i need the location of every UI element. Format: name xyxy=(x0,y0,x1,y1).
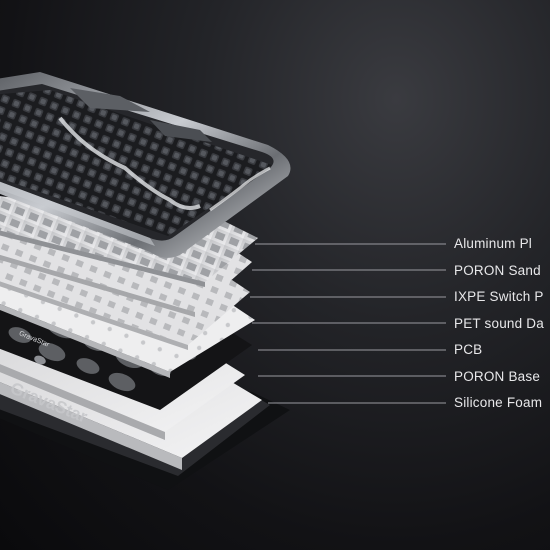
leader-lines xyxy=(250,243,446,404)
chrome-top-case xyxy=(0,72,291,258)
label-silicone-foam: Silicone Foam xyxy=(454,395,543,410)
label-pet-sound-dampening: PET sound Da xyxy=(454,316,544,331)
label-aluminum-plate: Aluminum Pl xyxy=(454,236,532,251)
label-poron-base: PORON Base xyxy=(454,369,541,384)
label-pcb: PCB xyxy=(454,342,483,357)
label-poron-sandwich: PORON Sand xyxy=(454,263,541,278)
label-ixpe-switch-pad: IXPE Switch P xyxy=(454,289,544,304)
